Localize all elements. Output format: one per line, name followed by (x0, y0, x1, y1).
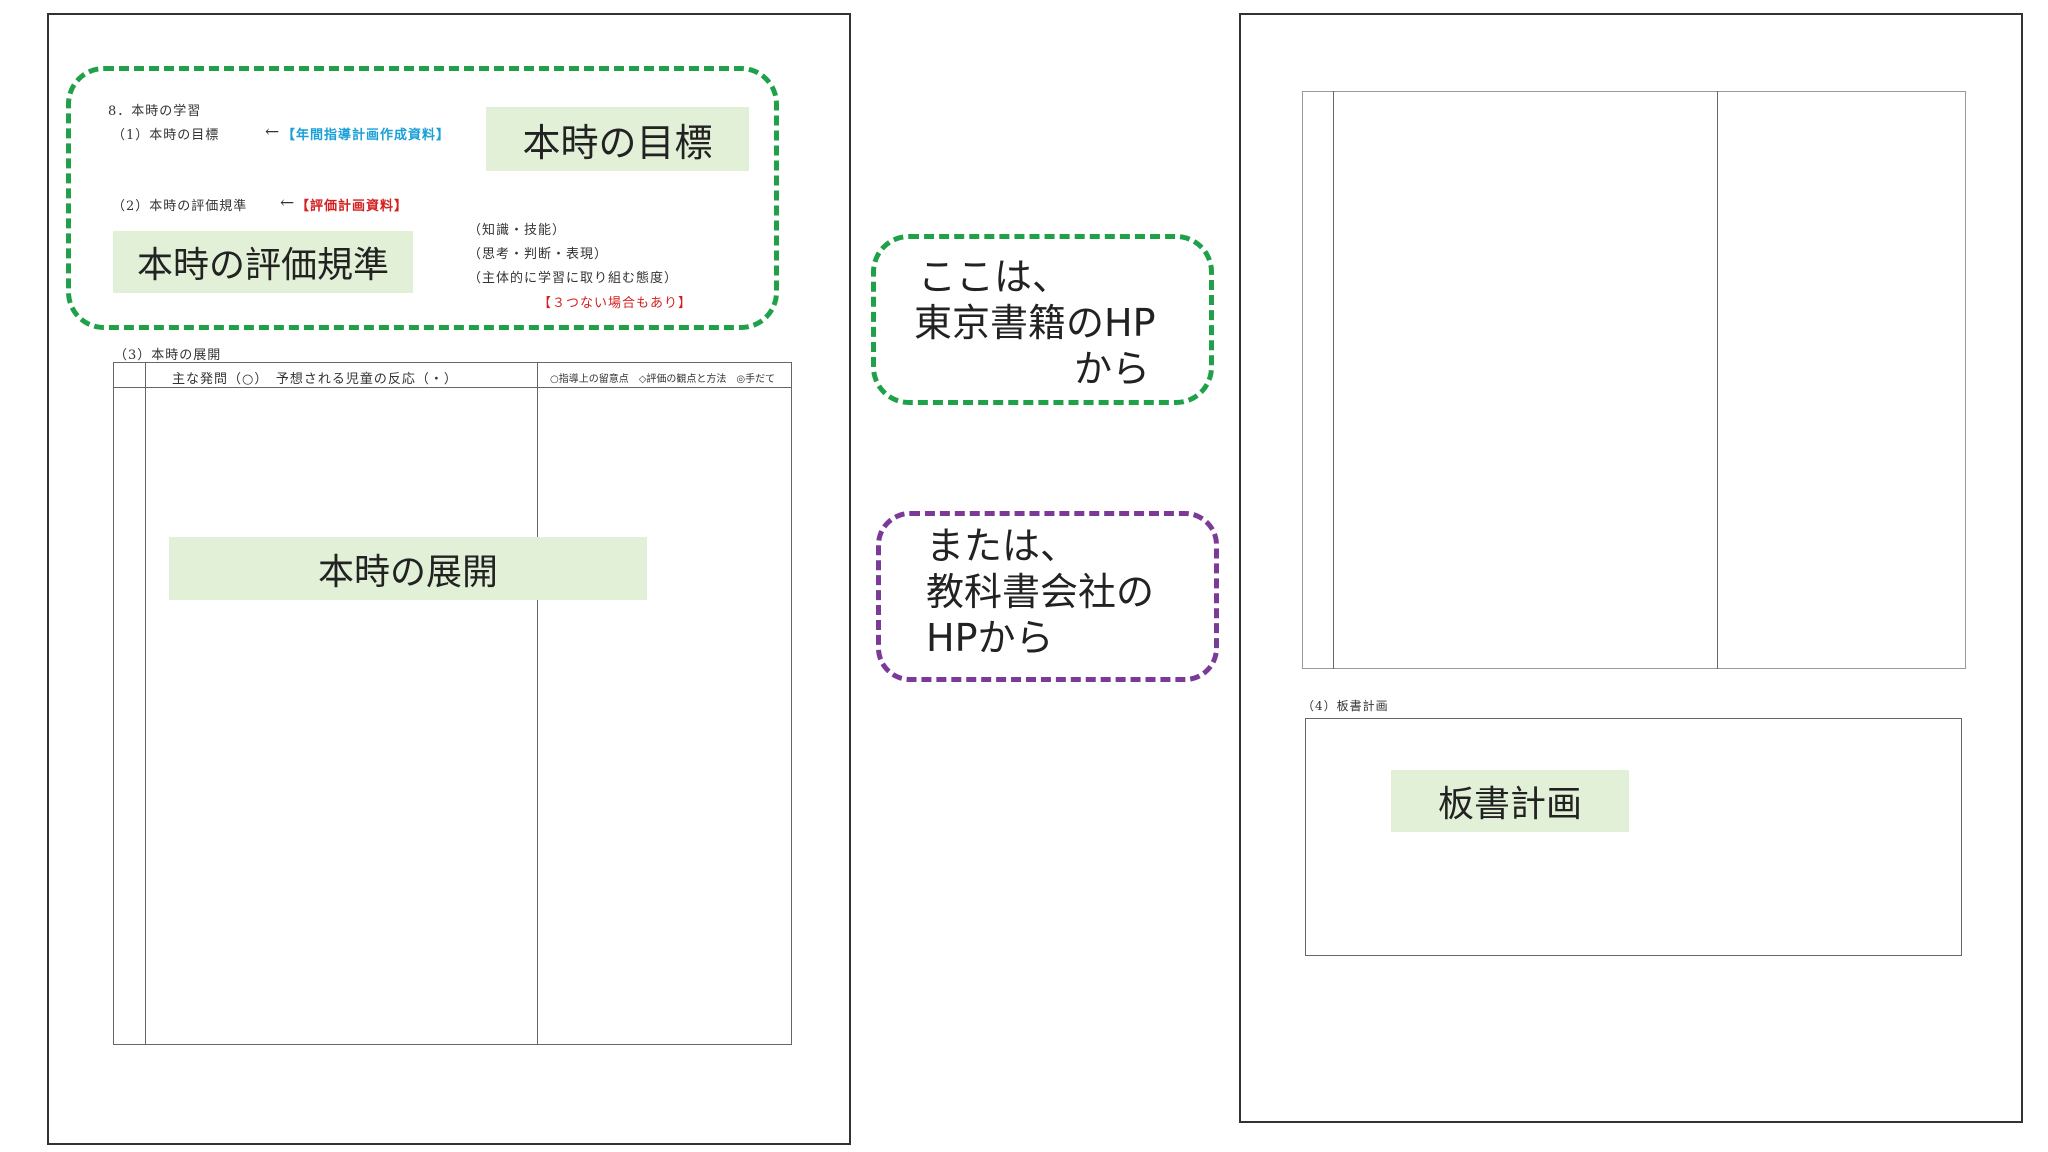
criteria-label: （2）本時の評価規準 (112, 199, 248, 214)
development-table (113, 362, 792, 1045)
publisher-line-1: または、 (926, 524, 1079, 568)
table-header-side: ○指導上の留意点 ◇評価の観点と方法 ◎手だて (550, 374, 776, 385)
right-page (1239, 13, 2023, 1123)
objective-highlight: 本時の目標 (486, 107, 749, 171)
tokyo-shoseki-line-3: から (1074, 347, 1151, 391)
criteria-source: 【評価計画資料】 (296, 199, 409, 214)
objective-label: （1）本時の目標 (112, 128, 220, 143)
table-header-divider (113, 387, 792, 388)
criteria-note: 【３つない場合もあり】 (538, 296, 693, 311)
section-title: 8．本時の学習 (108, 104, 202, 119)
tokyo-shoseki-line-2: 東京書籍のHP (914, 301, 1156, 345)
continued-table-center-divider (1717, 91, 1718, 669)
tokyo-shoseki-line-1: ここは、 (918, 255, 1071, 299)
publisher-line-3: HPから (926, 616, 1054, 660)
objectives-criteria-frame (66, 66, 779, 330)
table-left-column-divider (145, 362, 146, 1045)
board-label: （4）板書計画 (1302, 699, 1389, 713)
criteria-arrow: ← (280, 193, 296, 213)
criteria-highlight: 本時の評価規準 (113, 231, 413, 293)
table-header-main: 主な発問（○） 予想される児童の反応（・） (172, 372, 458, 387)
publisher-line-2: 教科書会社の (926, 570, 1155, 614)
board-plan-box (1305, 718, 1962, 956)
textbook-publisher-callout (876, 511, 1219, 682)
criteria-item-knowledge: （知識・技能） (468, 223, 567, 238)
tokyo-shoseki-callout (871, 234, 1214, 405)
criteria-item-thinking: （思考・判断・表現） (468, 247, 609, 262)
continued-table-left-divider (1333, 91, 1334, 669)
continued-development-table (1302, 91, 1966, 669)
board-highlight: 板書計画 (1391, 770, 1629, 832)
table-center-column-divider (537, 362, 538, 1045)
development-label: （3）本時の展開 (114, 348, 222, 363)
criteria-item-attitude: （主体的に学習に取り組む態度） (468, 271, 679, 286)
objective-source: 【年間指導計画作成資料】 (282, 128, 451, 143)
objective-arrow: ← (265, 122, 281, 142)
development-highlight: 本時の展開 (169, 537, 647, 600)
